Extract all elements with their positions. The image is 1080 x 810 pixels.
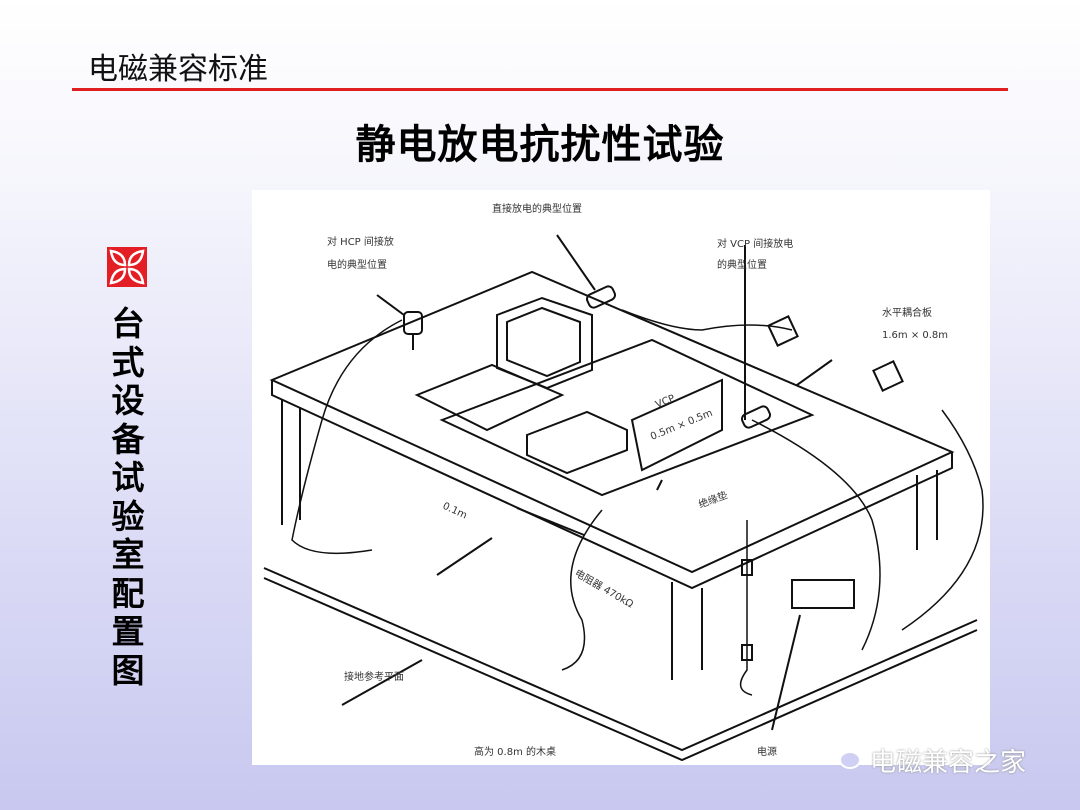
table-top	[269, 270, 955, 574]
label-vcp-discharge-2: 的典型位置	[717, 258, 767, 271]
label-power: 电源	[757, 745, 777, 758]
label-wooden-table: 高为 0.8m 的木桌	[474, 745, 556, 758]
table-leg	[281, 400, 301, 525]
eut-box	[526, 410, 628, 475]
side-title-char: 台	[111, 304, 145, 343]
vertical-coupling-plane	[630, 378, 723, 472]
label-insulation: 绝缘垫	[697, 488, 730, 510]
power-supply	[791, 579, 855, 609]
side-title-char: 试	[111, 458, 145, 497]
side-title-char: 图	[111, 650, 145, 690]
side-title: 台 式 设 备 试 验 室 配 置 图	[108, 304, 148, 690]
watermark: 电磁兼容之家	[828, 742, 1026, 779]
slide-title: 静电放电抗扰性试验	[355, 121, 725, 168]
keyboard	[414, 363, 565, 432]
watermark-text: 电磁兼容之家	[870, 748, 1027, 778]
side-title-char: 配	[111, 573, 145, 613]
label-hcp-plate: 水平耦合板	[882, 306, 932, 319]
side-title-char: 验	[111, 496, 145, 536]
label-hcp-discharge-2: 电的典型位置	[327, 258, 387, 271]
ground-plane	[263, 567, 978, 752]
header-divider	[72, 88, 1008, 91]
label-vcp-size: 0.5m × 0.5m	[649, 408, 714, 443]
side-title-char: 式	[111, 342, 145, 382]
label-vcp-discharge-1: 对 VCP 间接放电	[717, 237, 793, 250]
lab-setup-diagram: 直接放电的典型位置 对 HCP 间接放 电的典型位置 对 VCP 间接放电 的典…	[252, 190, 990, 765]
side-title-char: 置	[111, 612, 145, 651]
bullet-logo-icon	[107, 247, 147, 287]
label-direct-discharge: 直接放电的典型位置	[492, 202, 582, 215]
label-resistor: 电阻器 470kΩ	[573, 566, 637, 610]
label-hcp-discharge-1: 对 HCP 间接放	[327, 235, 394, 248]
label-ground-plane: 接地参考平面	[344, 670, 404, 683]
side-title-char: 备	[111, 419, 145, 459]
wechat-icon	[828, 743, 862, 778]
horizontal-coupling-plane	[439, 338, 815, 497]
label-vcp: VCP	[654, 393, 677, 411]
side-title-char: 设	[111, 381, 145, 420]
label-hcp-plate-size: 1.6m × 0.8m	[882, 330, 948, 341]
header-title: 电磁兼容标准	[88, 52, 268, 87]
side-title-char: 室	[111, 535, 145, 574]
label-distance: 0.1m	[441, 501, 469, 522]
